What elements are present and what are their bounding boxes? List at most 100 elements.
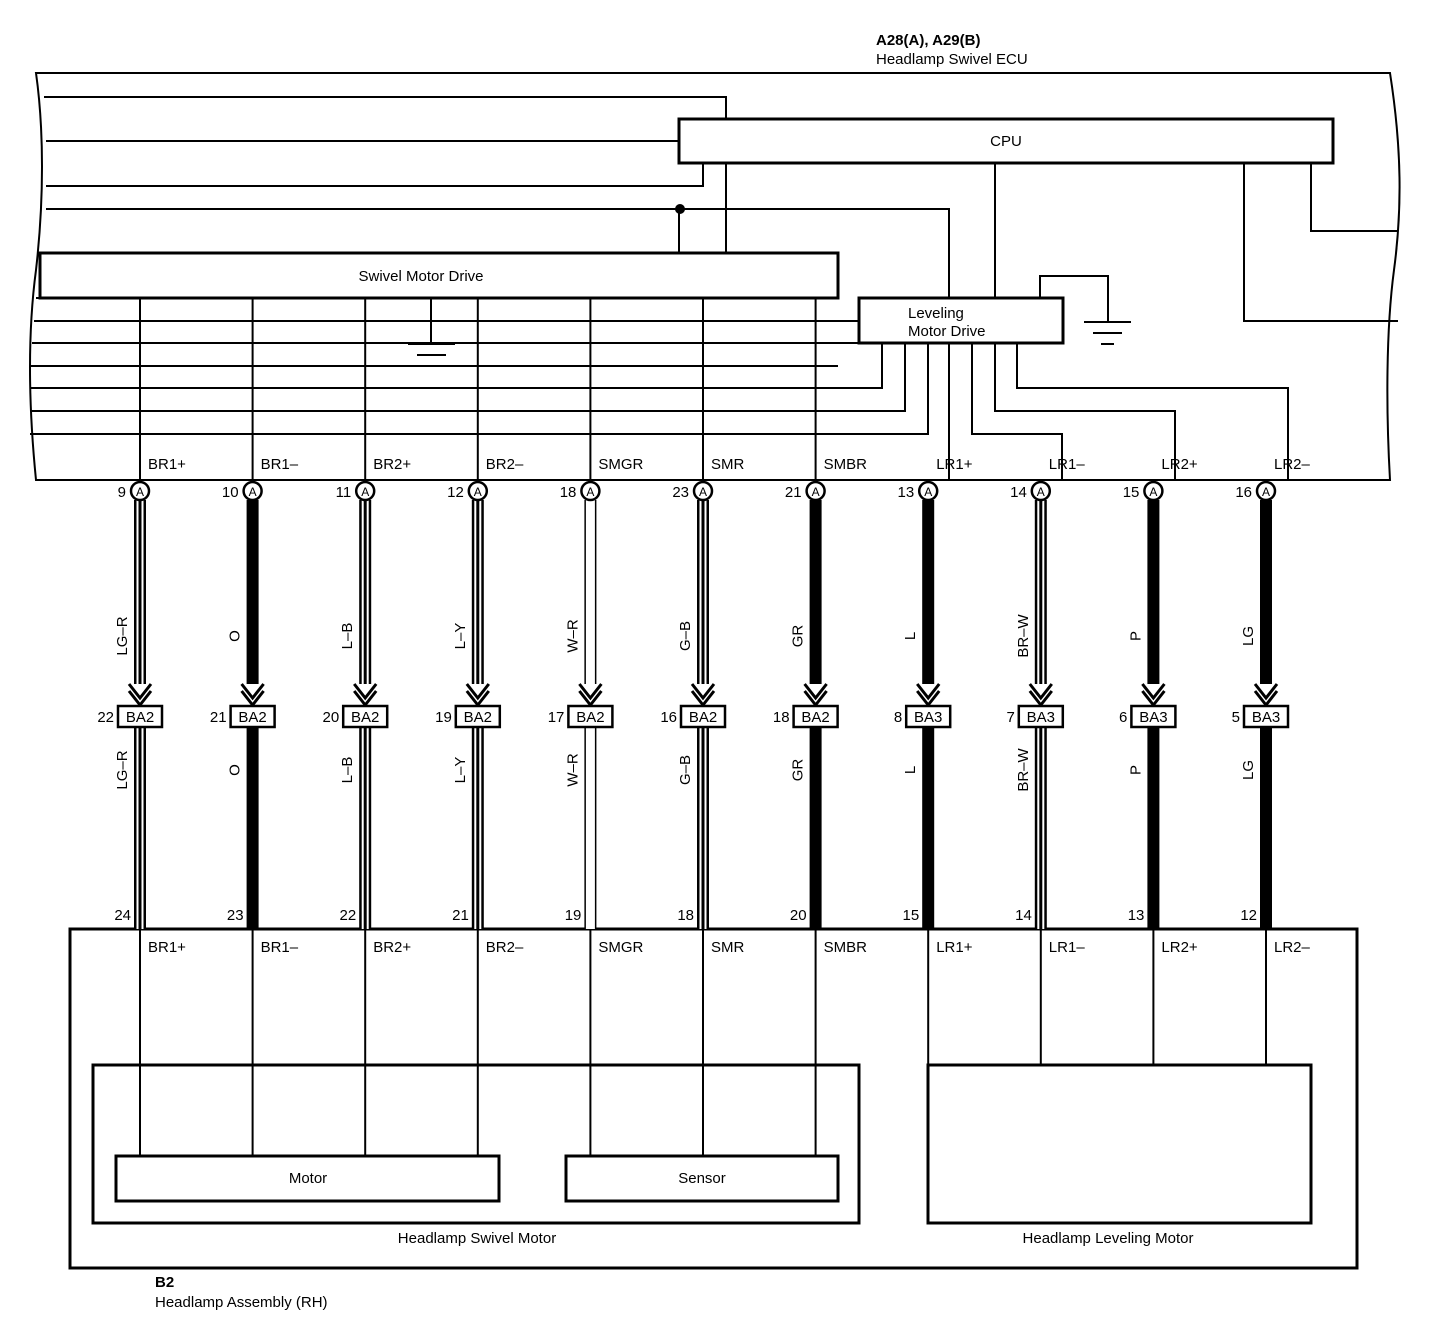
lamp-pin-number: 22 <box>340 907 357 924</box>
ecu-connector-letter: A <box>699 485 707 499</box>
junction-pin-number: 6 <box>1119 709 1127 726</box>
leveling-motor-label: Headlamp Leveling Motor <box>1023 1230 1194 1247</box>
wire-harness: BR1+A9LG–RLG–RBA22224BR1+BR1–A10OOBA2212… <box>97 298 1311 1156</box>
cpu-label: CPU <box>990 133 1022 150</box>
lamp-pin-number: 12 <box>1240 907 1257 924</box>
sensor-label: Sensor <box>678 1170 726 1187</box>
ecu-signal-label: LR2+ <box>1161 456 1198 473</box>
junction-pin-number: 7 <box>1006 709 1014 726</box>
ecu-signal-label: BR1– <box>261 456 299 473</box>
assembly-name: Headlamp Assembly (RH) <box>155 1294 328 1311</box>
wire-color-label: W–R <box>564 753 581 787</box>
wire-color-label: P <box>1127 631 1144 641</box>
ecu-connector-icon <box>242 480 263 502</box>
junction-label: BA2 <box>238 709 266 726</box>
junction-pin-number: 21 <box>210 709 227 726</box>
motor-box <box>114 1154 501 1203</box>
leveling-drive-block <box>857 296 1065 345</box>
junction-pin-number: 20 <box>323 709 340 726</box>
ecu-signal-label: BR2+ <box>373 456 411 473</box>
ecu-signal-label: LR1– <box>1049 456 1086 473</box>
lamp-signal-label: BR2– <box>486 939 524 956</box>
wire-color-label: L <box>902 632 919 640</box>
lamp-signal-label: LR1– <box>1049 939 1086 956</box>
ecu-connector-icon <box>1143 480 1164 502</box>
ecu-signal-label: SMR <box>711 456 745 473</box>
wire-color-label: L–Y <box>452 757 469 784</box>
wire-color-label: BR–W <box>1015 613 1032 657</box>
ecu-connector-icon <box>805 480 826 502</box>
junction-label: BA2 <box>126 709 154 726</box>
swivel-motor-label: Headlamp Swivel Motor <box>398 1230 556 1247</box>
junction-box <box>1130 704 1177 729</box>
junction-pin-number: 22 <box>97 709 114 726</box>
ecu-connector-icon <box>129 480 151 502</box>
lamp-pin-number: 24 <box>114 907 131 924</box>
lamp-signal-label: BR1– <box>261 939 299 956</box>
ecu-connector-letter: A <box>812 485 820 499</box>
lamp-signal-label: BR1+ <box>148 939 186 956</box>
ecu-signal-label: LR2– <box>1274 456 1311 473</box>
lamp-signal-label: LR1+ <box>936 939 973 956</box>
ecu-pin-number: 12 <box>447 484 464 501</box>
ecu-connector-letter: A <box>136 485 144 499</box>
ecu-pin-number: 10 <box>222 484 239 501</box>
junction-box <box>679 704 727 729</box>
wire-color-label: L–B <box>339 757 356 784</box>
ecu-connector-letter: A <box>1037 485 1045 499</box>
cpu-block <box>677 117 1335 165</box>
lamp-pin-number: 15 <box>903 907 920 924</box>
wire-color-label: G–B <box>677 755 694 785</box>
ecu-pin-number: 15 <box>1123 484 1140 501</box>
ecu-connector-icon <box>1255 480 1277 502</box>
ecu-connector-icon <box>1030 480 1052 502</box>
ecu-connector-letter: A <box>586 485 594 499</box>
ecu-connector-letter: A <box>1149 485 1157 499</box>
lamp-pin-number: 18 <box>677 907 694 924</box>
ecu-connector-icon <box>467 480 489 502</box>
swivel-drive-label: Swivel Motor Drive <box>358 268 483 285</box>
swivel-drive-block <box>38 251 840 300</box>
ecu-connector-icon <box>917 480 939 502</box>
ecu-signal-label: BR2– <box>486 456 524 473</box>
junction-pin-number: 17 <box>548 709 565 726</box>
lamp-signal-label: SMGR <box>598 939 643 956</box>
ecu-signal-label: SMGR <box>598 456 643 473</box>
ecu-outline <box>29 72 1401 481</box>
wire-color-label: L–Y <box>452 623 469 650</box>
junction-pin-number: 16 <box>660 709 677 726</box>
wire-color-label: GR <box>790 759 807 782</box>
wire-color-label: LG <box>1240 626 1257 646</box>
ecu-signal-label: BR1+ <box>148 456 186 473</box>
junction-box <box>454 704 502 729</box>
junction-box <box>1017 704 1065 729</box>
ecu-pin-number: 23 <box>672 484 689 501</box>
motor-label: Motor <box>289 1170 327 1187</box>
assembly-code: B2 <box>155 1274 174 1291</box>
lamp-signal-label: SMBR <box>824 939 868 956</box>
wire-color-label: W–R <box>564 619 581 653</box>
ecu-connector-letter: A <box>249 485 257 499</box>
wire-color-label: BR–W <box>1015 747 1032 791</box>
junction-label: BA3 <box>1027 709 1055 726</box>
junction-label: BA3 <box>1139 709 1167 726</box>
wire-color-label: LG–R <box>114 616 131 655</box>
junction-label: BA2 <box>576 709 604 726</box>
junction-box <box>904 704 952 729</box>
lamp-pin-number: 14 <box>1015 907 1032 924</box>
ecu-connector-icon <box>692 480 714 502</box>
junction-box <box>567 704 614 729</box>
leveling-drive-label-2: Motor Drive <box>908 323 986 340</box>
ecu-pin-number: 13 <box>898 484 915 501</box>
lamp-signal-label: BR2+ <box>373 939 411 956</box>
ecu-connector-letter: A <box>361 485 369 499</box>
